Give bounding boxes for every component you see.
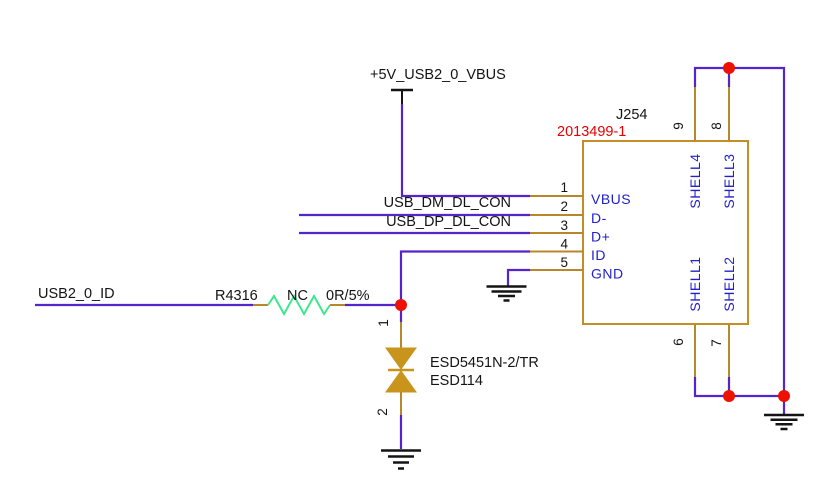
junction-dot-bottom <box>723 390 735 402</box>
pin-number-5: 5 <box>560 255 568 270</box>
net-label-usb2-0-id: USB2_0_ID <box>38 286 115 302</box>
pin-name-dp: D+ <box>591 229 610 245</box>
pin-name-shell4: SHELL4 <box>687 153 703 208</box>
resistor-stuffing-label: NC <box>287 288 308 304</box>
power-net-label: +5V_USB2_0_VBUS <box>370 67 506 83</box>
connector-j254: J254 2013499-1 1 2 3 4 5 VBUS D- D+ ID G… <box>530 87 749 377</box>
wire-vbus <box>400 104 530 198</box>
wire-shell-bottom <box>693 377 784 398</box>
pin-name-id: ID <box>591 247 606 263</box>
pin-number-6: 6 <box>671 338 686 346</box>
ground-icon-pin5 <box>486 285 527 302</box>
pin-number-2: 2 <box>560 199 568 214</box>
esd-diode-triangle-top <box>385 347 417 370</box>
ground-icon-shell <box>764 413 804 431</box>
esd-diode-symbol: 1 2 ESD5451N-2/TR ESD114 <box>375 319 539 416</box>
ground-icon-esd <box>381 449 421 470</box>
esd-pin-2-number: 2 <box>375 408 390 416</box>
pin-number-1: 1 <box>560 180 568 195</box>
junction-dot-top <box>723 62 735 74</box>
net-label-usb-dm: USB_DM_DL_CON <box>384 195 511 211</box>
resistor-value: 0R/5% <box>326 288 370 304</box>
pin-number-9: 9 <box>671 122 686 130</box>
resistor-zigzag-icon <box>267 293 331 317</box>
junction-dot-bottom-right <box>778 390 790 402</box>
connector-part-number: 2013499-1 <box>557 124 626 140</box>
pin-name-gnd: GND <box>591 266 624 282</box>
pin-name-dm: D- <box>591 210 607 226</box>
pin-name-shell3: SHELL3 <box>721 153 737 208</box>
power-symbol: +5V_USB2_0_VBUS <box>370 67 506 104</box>
esd-diode-triangle-bottom <box>385 370 417 393</box>
pin-name-shell1: SHELL1 <box>687 256 703 311</box>
esd-pin-1-number: 1 <box>376 319 391 327</box>
pin-name-vbus: VBUS <box>591 191 631 207</box>
pin-name-shell2: SHELL2 <box>721 256 737 311</box>
wire-id-to-pin4 <box>399 250 530 322</box>
pin-number-7: 7 <box>709 339 724 347</box>
pin-number-3: 3 <box>560 218 568 233</box>
net-label-usb-dp: USB_DP_DL_CON <box>386 214 511 230</box>
resistor-refdes: R4316 <box>215 288 258 304</box>
esd-refdes: ESD114 <box>430 373 483 389</box>
pin-number-4: 4 <box>560 237 568 252</box>
connector-refdes: J254 <box>616 107 647 123</box>
esd-part-number: ESD5451N-2/TR <box>430 355 539 371</box>
pin-number-8: 8 <box>709 122 724 130</box>
resistor-symbol: R4316 NC 0R/5% <box>215 288 370 317</box>
wire-shell-top-right <box>693 66 786 414</box>
wire-gnd-pin5 <box>506 268 530 286</box>
nets <box>35 66 786 449</box>
junction-dot-id <box>395 299 407 311</box>
